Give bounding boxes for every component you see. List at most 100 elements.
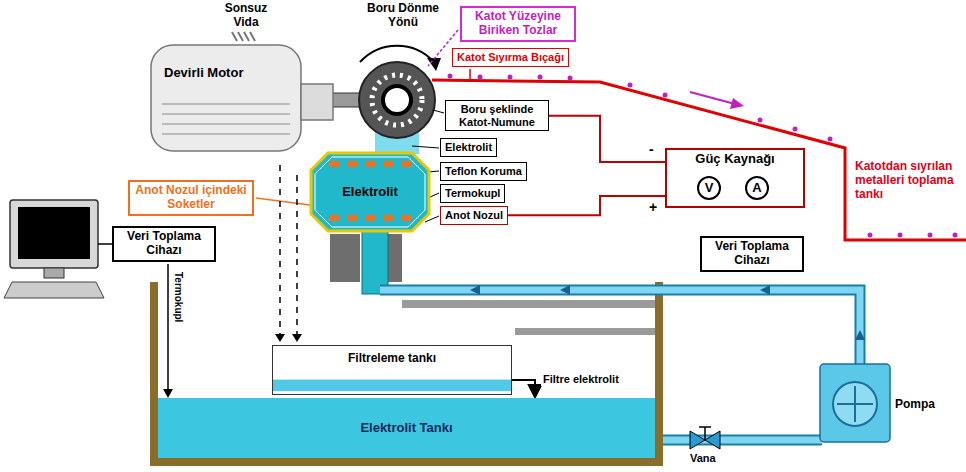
pump-body: [820, 364, 890, 442]
node-text: Elektrolit Tankı: [360, 421, 452, 436]
powder-dot: [758, 118, 763, 123]
tank-wall: [150, 282, 158, 466]
part-label: Termokupl: [172, 272, 184, 322]
node-text: V: [705, 181, 714, 196]
electrolyte-tank: Elektrolit Tankı: [158, 398, 655, 458]
pipe-outline: [663, 435, 822, 446]
tank-wall: [655, 282, 663, 466]
node-text: Anot Nozul: [445, 209, 503, 222]
screen: [18, 207, 90, 259]
node-text: Anot Nozul içindeki Soketler: [134, 184, 248, 212]
node-text: Veri Toplama Cihazı: [118, 230, 210, 258]
arrowhead: [275, 334, 285, 342]
node-text: A: [752, 181, 761, 196]
node-text: Katot Sıyırma Bıçağı: [457, 51, 564, 64]
rotation-arrow: [360, 46, 434, 62]
node-text: Boru şeklinde Katot-Numune: [450, 103, 544, 128]
motor: Devirli Motor: [150, 44, 335, 152]
powder-dot: [663, 93, 668, 98]
drip-arrow: [279, 165, 281, 334]
grey-housing: [330, 234, 360, 282]
part-label: Sonsuz Vida: [218, 2, 274, 30]
part-label: Katotdan sıyrılan metalleri toplama tank…: [855, 160, 955, 201]
tube-bore: [383, 86, 411, 114]
node-outline: [150, 44, 335, 152]
callout-box: Teflon Koruma: [440, 162, 527, 181]
monitor: [10, 200, 98, 268]
connector: [512, 380, 535, 398]
thermocouple-wire: [167, 264, 169, 390]
node-text: Katot Yüzeyine Biriken Tozlar: [466, 10, 570, 38]
valve-handle: [699, 427, 711, 440]
motor-flange: [301, 84, 333, 120]
callout-box: Anot Nozul: [440, 206, 508, 225]
arrowhead: [292, 334, 302, 342]
powder-dot: [568, 76, 573, 81]
power-supply: Güç KaynağıV A: [665, 148, 805, 208]
callout-box: Elektrolit: [440, 138, 497, 157]
tank-floor: [150, 458, 663, 466]
ammeter: A: [745, 176, 769, 200]
scraper-blade: [432, 80, 966, 240]
nozzle-body: [311, 153, 429, 231]
powder-dot: [448, 74, 453, 79]
edge-label: Filtre elektrolit: [541, 373, 621, 386]
flow-arrow: [760, 285, 770, 295]
flow-arrow: [470, 285, 480, 295]
powder-dot: [508, 75, 513, 80]
tube-teeth: [372, 75, 422, 125]
powder-dot: [628, 83, 633, 88]
voltmeter: V: [697, 176, 721, 200]
leader-line: [412, 146, 439, 148]
keyboard: [4, 282, 104, 298]
connector: [508, 196, 665, 215]
support-bar: [402, 300, 655, 308]
data-logger: Veri Toplama Cihazı: [112, 226, 216, 262]
callout-box: Anot Nozul içindeki Soketler: [128, 180, 254, 216]
support-bar: [515, 328, 655, 335]
pipe: [663, 437, 822, 444]
callout-box: Katot Sıyırma Bıçağı: [452, 48, 569, 67]
motor-ribs: [162, 104, 290, 134]
flow-arrow: [855, 330, 865, 340]
powder-dot: [953, 233, 958, 238]
node-text: Devirli Motor: [164, 66, 335, 81]
node-text: Teflon Koruma: [445, 165, 522, 178]
polarity-sign: +: [649, 199, 657, 215]
part-label: Boru Dönme Yönü: [362, 2, 444, 30]
flow-arrow: [690, 92, 735, 104]
pump-impeller: [837, 386, 873, 422]
node-text: Elektrolit: [342, 185, 398, 200]
callout-box: Boru şeklinde Katot-Numune: [445, 100, 549, 131]
arrowhead: [730, 98, 744, 109]
worm-gear: [232, 32, 255, 41]
grey-housing: [388, 234, 402, 282]
flow-arrow: [560, 285, 570, 295]
cathode-tube: [359, 62, 435, 138]
drip-arrow: [296, 175, 298, 334]
callout-box: Termokupl: [440, 184, 505, 203]
node-text: Termokupl: [445, 187, 500, 200]
polarity-sign: -: [649, 141, 654, 157]
powder-dot: [478, 75, 483, 80]
anode-nozzle: Elektrolit: [310, 152, 430, 232]
motor-housing: [151, 45, 301, 151]
powder-dot: [898, 233, 903, 238]
powder-dot: [928, 233, 933, 238]
leader-line: [433, 110, 444, 113]
leader-line: [469, 69, 471, 79]
data-cable: [98, 243, 112, 245]
powder-dot: [538, 75, 543, 80]
filtered-liquid: [273, 380, 511, 392]
filter-tank: Filtreleme tankı: [272, 345, 512, 395]
node-text: Filtreleme tankı: [277, 352, 507, 366]
node-text: Elektrolit: [445, 141, 492, 154]
node-text: Veri Toplama Cihazı: [706, 240, 798, 268]
powder-dot: [793, 127, 798, 132]
callout-box: Katot Yüzeyine Biriken Tozlar: [460, 6, 576, 42]
connector: [549, 116, 665, 162]
node-text: Güç Kaynağı: [671, 152, 799, 167]
anode-sockets: [330, 161, 412, 221]
teflon-layer: [315, 157, 425, 227]
